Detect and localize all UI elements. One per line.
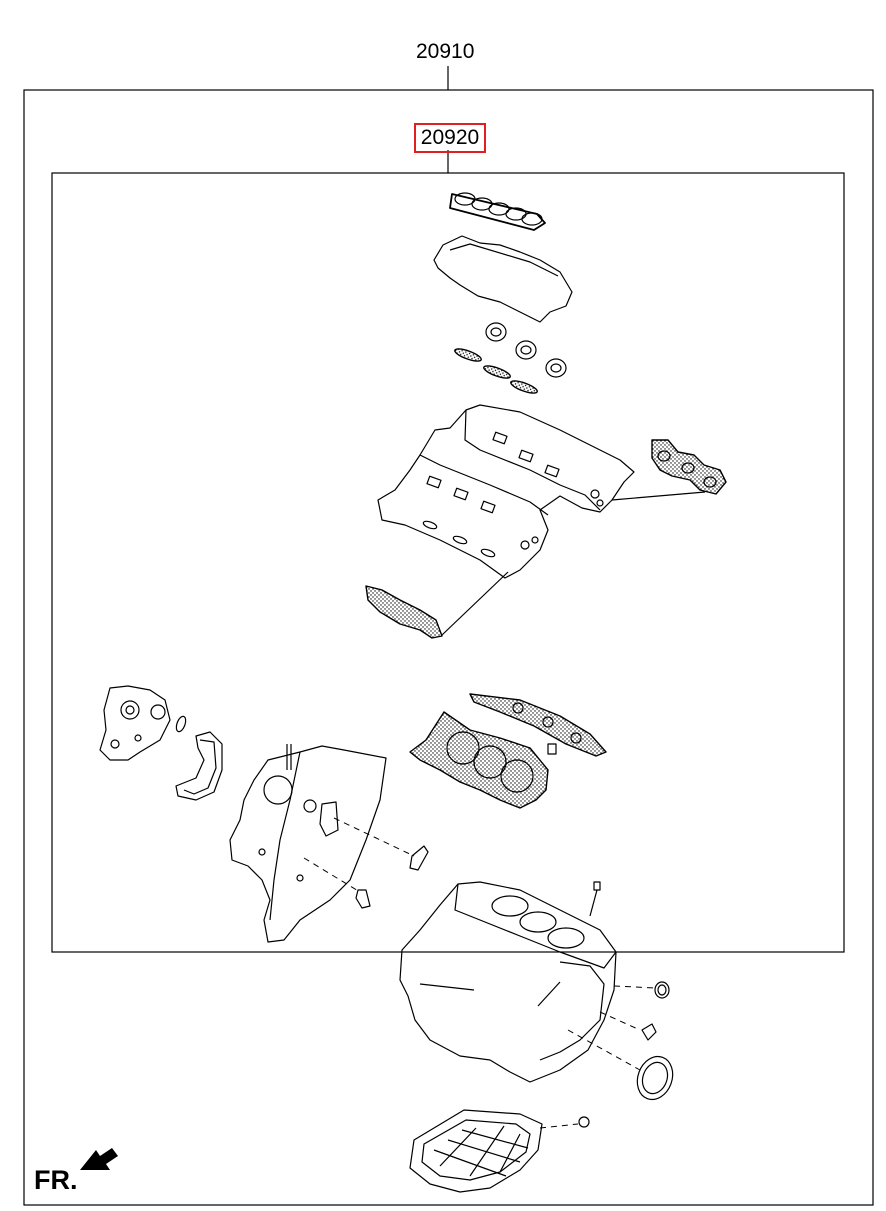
exhaust-manifold-gasket-right xyxy=(611,439,727,501)
arrow-down-left-icon xyxy=(80,1148,118,1170)
outer-part-number-label[interactable]: 20910 xyxy=(416,40,475,63)
head-cover-gasket xyxy=(433,235,573,323)
front-indicator-label: FR. xyxy=(34,1165,78,1195)
port-gaskets xyxy=(485,322,567,378)
cylinder-block xyxy=(399,881,617,1083)
oil-pan xyxy=(409,1109,590,1193)
water-pump xyxy=(99,685,171,761)
exhaust-manifold-gasket-left xyxy=(365,571,509,639)
water-pump-gasket xyxy=(175,731,223,801)
small-oring xyxy=(175,715,187,733)
intake-manifold-gasket xyxy=(449,192,546,231)
timing-cover-seals xyxy=(303,817,429,909)
timing-chain-cover xyxy=(229,744,387,943)
head-gasket-upper xyxy=(469,693,607,757)
outer-kit-frame xyxy=(23,66,874,1206)
head-gasket-lower xyxy=(409,711,549,809)
exhaust-ring-gaskets xyxy=(454,348,538,394)
cylinder-head xyxy=(377,404,635,579)
inner-kit-frame xyxy=(51,150,845,953)
inner-part-number-label-highlighted[interactable]: 20920 xyxy=(414,123,486,153)
block-seals xyxy=(567,981,674,1101)
